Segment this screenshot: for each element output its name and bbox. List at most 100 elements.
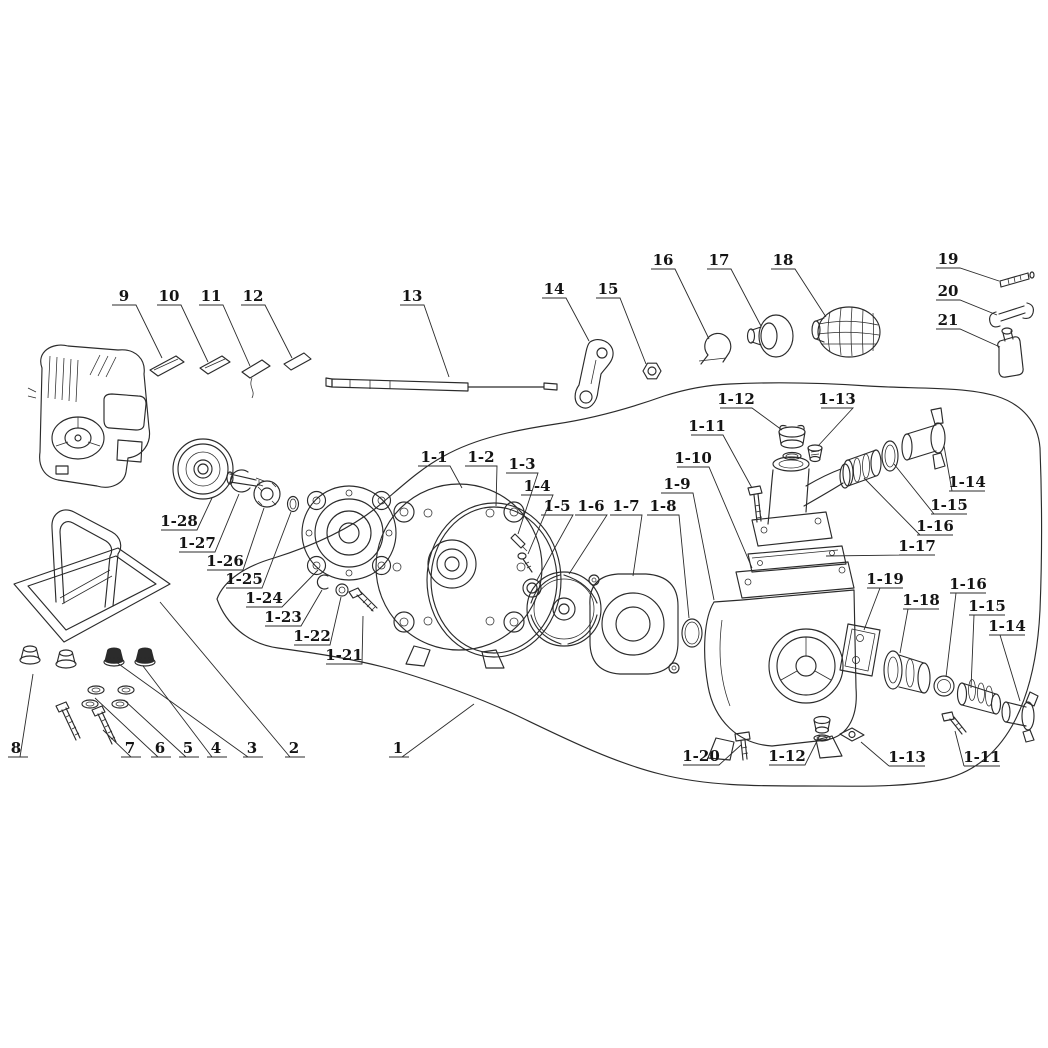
ring-1-25 bbox=[286, 495, 300, 513]
coupling-1-16 bbox=[842, 449, 882, 487]
wrench-part-20 bbox=[989, 302, 1034, 328]
pump-body bbox=[704, 561, 857, 761]
clamp-part-16 bbox=[698, 332, 732, 365]
bolt-1-20 bbox=[734, 731, 751, 761]
clutch-drum-1-28 bbox=[172, 438, 265, 500]
bolt-1-11 bbox=[747, 485, 763, 523]
callout-1-15-dup: 1-15 bbox=[968, 597, 1006, 615]
callout-10: 10 bbox=[159, 287, 180, 305]
discharge-elbow bbox=[751, 456, 851, 547]
bracket-part-12 bbox=[283, 352, 312, 371]
casing-1-7 bbox=[588, 573, 680, 675]
callout-20: 20 bbox=[938, 282, 959, 300]
hose-barb-1-15b bbox=[956, 679, 1002, 715]
callout-1-21: 1-21 bbox=[325, 646, 363, 664]
circlip-1-27 bbox=[230, 469, 251, 493]
callout-1-26: 1-26 bbox=[206, 552, 244, 570]
lever-part-14 bbox=[574, 339, 614, 409]
callout-1-28: 1-28 bbox=[160, 512, 198, 530]
coupling-1-14b bbox=[1001, 691, 1039, 743]
engine-drawing bbox=[27, 344, 151, 488]
bottle-part-21 bbox=[997, 327, 1024, 378]
callout-labels: 9 10 11 12 13 14 15 16 17 18 19 20 21 1-… bbox=[11, 250, 1026, 766]
circlip-1-23 bbox=[316, 574, 329, 590]
callout-1-7: 1-7 bbox=[612, 497, 639, 515]
callout-5: 5 bbox=[183, 739, 193, 757]
strainer-part-18 bbox=[811, 306, 881, 358]
leader-lines bbox=[8, 267, 1025, 767]
callout-19: 19 bbox=[938, 250, 959, 268]
cap-1-12 bbox=[778, 424, 806, 461]
callout-1-25: 1-25 bbox=[225, 570, 263, 588]
callout-1-11: 1-11 bbox=[688, 417, 726, 435]
collar-1-15 bbox=[881, 440, 899, 472]
callout-11: 11 bbox=[201, 287, 222, 305]
callout-17: 17 bbox=[709, 251, 730, 269]
callout-1-16-dup: 1-16 bbox=[949, 575, 987, 593]
callout-14: 14 bbox=[544, 280, 565, 298]
callout-1: 1 bbox=[393, 739, 403, 757]
callout-1-14: 1-14 bbox=[948, 473, 986, 491]
callout-18: 18 bbox=[773, 251, 794, 269]
coupling-1-18 bbox=[883, 650, 931, 694]
oring-1-8 bbox=[681, 618, 703, 648]
stud-1-3 bbox=[510, 533, 528, 552]
callout-1-22: 1-22 bbox=[293, 627, 331, 645]
assembly-boundary bbox=[216, 382, 1043, 787]
seal-1-5 bbox=[522, 578, 542, 598]
bolt-1-4 bbox=[517, 552, 533, 573]
callout-1-5: 1-5 bbox=[543, 497, 570, 515]
screen-1-13 bbox=[807, 444, 823, 463]
callout-3: 3 bbox=[247, 739, 257, 757]
coupling-1-14 bbox=[901, 407, 946, 470]
washers bbox=[81, 685, 135, 709]
callout-1-13-dup: 1-13 bbox=[888, 748, 926, 766]
callout-15: 15 bbox=[598, 280, 619, 298]
grommet-part-17 bbox=[746, 314, 794, 358]
callout-2: 2 bbox=[289, 739, 299, 757]
callout-1-11-dup: 1-11 bbox=[963, 748, 1001, 766]
callout-6: 6 bbox=[155, 739, 165, 757]
callout-4: 4 bbox=[211, 739, 221, 757]
callout-1-3: 1-3 bbox=[508, 455, 535, 473]
bracket-part-10 bbox=[199, 355, 231, 375]
callout-1-2: 1-2 bbox=[467, 448, 494, 466]
pump-cover-1-1 bbox=[375, 483, 543, 669]
callout-1-18: 1-18 bbox=[902, 591, 940, 609]
callout-1-6: 1-6 bbox=[577, 497, 604, 515]
callout-1-10: 1-10 bbox=[674, 449, 712, 467]
pin-part-19 bbox=[999, 271, 1035, 288]
callout-1-12-dup: 1-12 bbox=[768, 747, 806, 765]
callout-1-17: 1-17 bbox=[898, 537, 936, 555]
oring-1-16b bbox=[933, 675, 955, 697]
callout-1-13: 1-13 bbox=[818, 390, 856, 408]
callout-16: 16 bbox=[653, 251, 674, 269]
callout-7: 7 bbox=[125, 739, 135, 757]
gasket-1-17 bbox=[747, 545, 847, 573]
callout-1-9: 1-9 bbox=[663, 475, 690, 493]
callout-12: 12 bbox=[243, 287, 264, 305]
flange-1-19 bbox=[839, 623, 881, 677]
frame-part-2 bbox=[13, 509, 171, 643]
callout-1-1: 1-1 bbox=[420, 448, 447, 466]
callout-1-4: 1-4 bbox=[523, 477, 550, 495]
rubber-mounts bbox=[19, 645, 156, 669]
bolts-7-8 bbox=[55, 701, 117, 745]
impeller-1-6 bbox=[526, 571, 602, 647]
bracket-part-11 bbox=[241, 359, 271, 399]
callout-1-27: 1-27 bbox=[178, 534, 216, 552]
callout-1-24: 1-24 bbox=[245, 589, 283, 607]
cable-part-13 bbox=[325, 377, 558, 392]
bracket-plate-1-24 bbox=[301, 485, 397, 581]
callout-1-12: 1-12 bbox=[717, 390, 755, 408]
callout-21: 21 bbox=[938, 311, 959, 329]
clip-1-13b bbox=[839, 727, 865, 742]
callout-8: 8 bbox=[11, 739, 21, 757]
callout-1-20: 1-20 bbox=[682, 747, 720, 765]
callout-9: 9 bbox=[119, 287, 129, 305]
plug-1-12b bbox=[813, 715, 831, 742]
bearing-1-26 bbox=[253, 480, 281, 508]
callout-1-15: 1-15 bbox=[930, 496, 968, 514]
